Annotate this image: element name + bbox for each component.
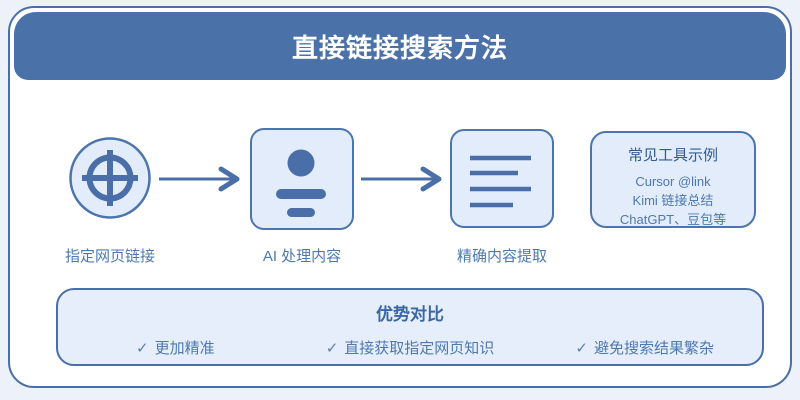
advantage-item-label: 直接获取指定网页知识: [344, 340, 495, 357]
header-bar: 直接链接搜索方法: [14, 12, 786, 80]
advantage-item: ✓ 避免搜索结果繁杂: [527, 337, 762, 358]
advantages-check-row: ✓ 更加精准 ✓ 直接获取指定网页知识 ✓ 避免搜索结果繁杂: [58, 337, 762, 358]
tool-item: Kimi 链接总结: [632, 193, 714, 208]
check-icon: ✓: [575, 340, 588, 357]
globe-link-icon: [69, 137, 151, 219]
advantages-panel: 优势对比 ✓ 更加精准 ✓ 直接获取指定网页知识 ✓ 避免搜索结果繁杂: [56, 288, 764, 366]
step-label-precise-extract: 精确内容提取: [456, 248, 547, 265]
tool-item: Cursor @link: [635, 174, 711, 189]
ai-node: [250, 128, 354, 230]
flow-arrow-2: [361, 166, 442, 192]
step-label-ai-process: AI 处理内容: [262, 248, 342, 265]
step-label-globe-link: 指定网页链接: [64, 248, 155, 265]
advantage-item-label: 避免搜索结果繁杂: [593, 340, 714, 357]
tools-panel: 常见工具示例 Cursor @link Kimi 链接总结 ChatGPT、豆包…: [590, 131, 756, 228]
tools-panel-title: 常见工具示例: [627, 147, 718, 164]
tool-item: ChatGPT、豆包等: [619, 212, 727, 227]
advantages-panel-title: 优势对比: [376, 305, 444, 324]
ai-profile-icon: [275, 149, 326, 217]
check-icon: ✓: [325, 340, 339, 357]
advantage-item: ✓ 直接获取指定网页知识: [293, 337, 528, 358]
flow-arrow-1: [159, 166, 240, 192]
page-title: 直接链接搜索方法: [291, 32, 508, 63]
extract-node: [450, 129, 554, 228]
advantage-item: ✓ 更加精准: [58, 337, 293, 358]
check-icon: ✓: [136, 340, 149, 357]
advantage-item-label: 更加精准: [154, 340, 215, 357]
document-lines-icon: [469, 155, 531, 207]
diagram-card: 直接链接搜索方法 常见工具示例 Cursor: [8, 6, 792, 388]
